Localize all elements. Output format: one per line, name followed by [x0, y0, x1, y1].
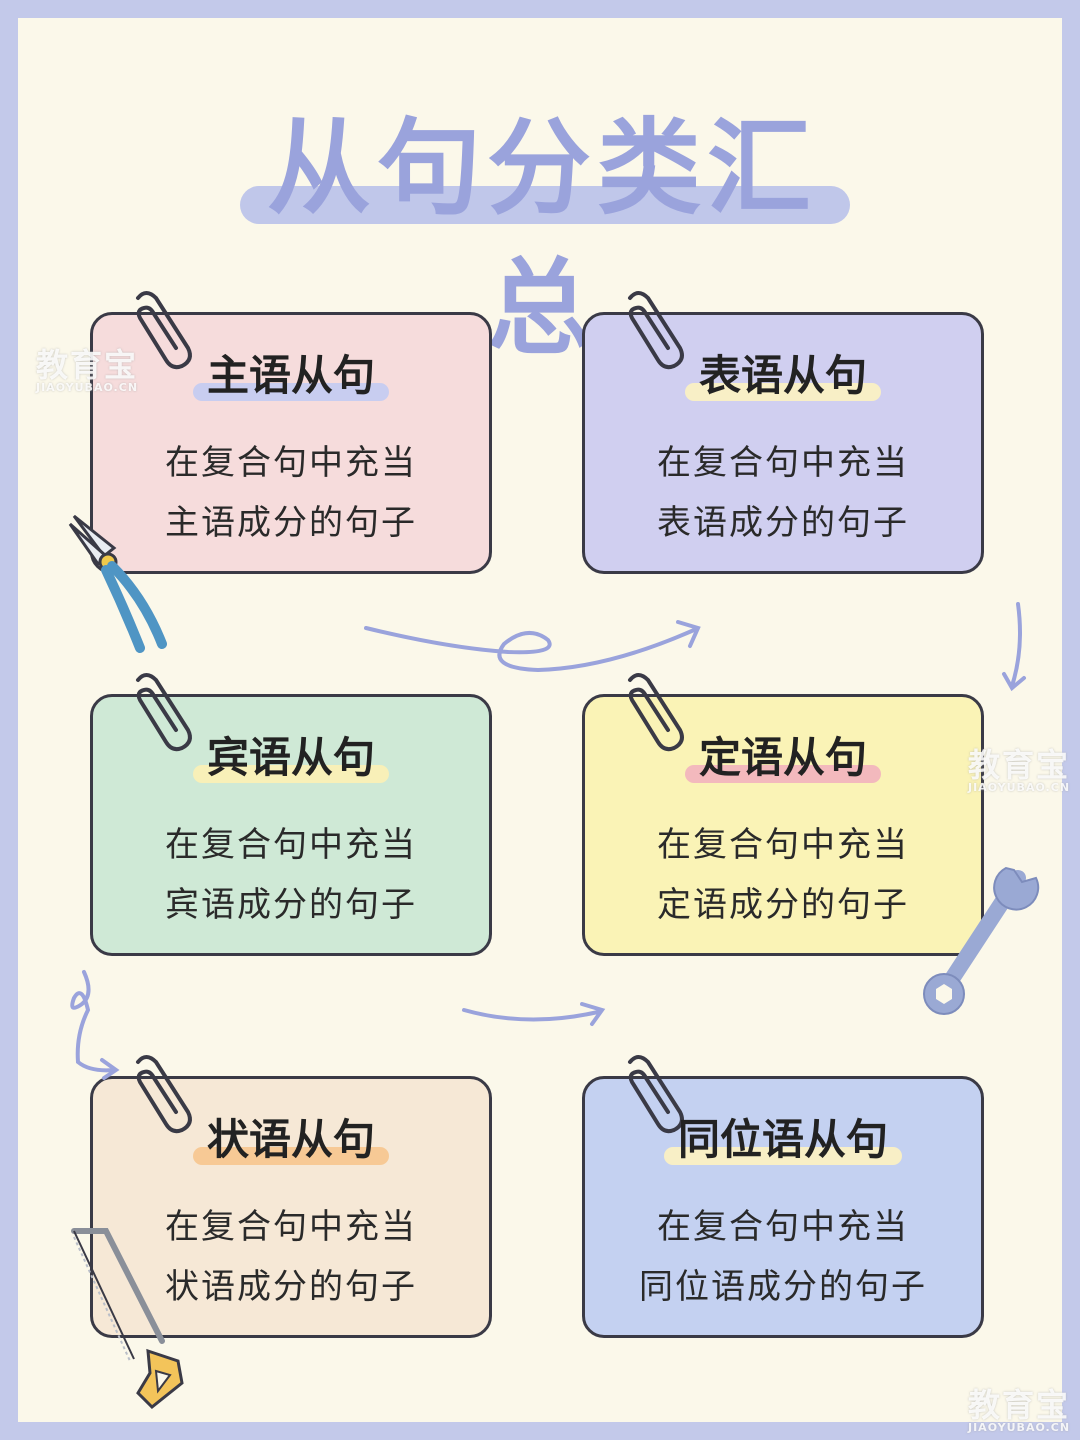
card-line-1: 在复合句中充当: [657, 1207, 909, 1247]
card-line-2: 定语成分的句子: [657, 885, 909, 925]
paperclip-icon: [628, 673, 684, 752]
paperclip-icon: [628, 291, 684, 370]
watermark: 教育宝 JIAOYUBAO.CN: [968, 746, 1071, 794]
card-description: 在复合句中充当 同位语成分的句子: [585, 1197, 981, 1317]
title-area: 从句分类汇总: [222, 98, 862, 369]
card-line-1: 在复合句中充当: [165, 443, 417, 483]
paperclip-icon: [136, 1055, 192, 1134]
card-predicative-clause: 表语从句 在复合句中充当 表语成分的句子: [582, 312, 984, 574]
card-title: 同位语从句: [663, 1113, 903, 1167]
card-subject-clause: 主语从句 在复合句中充当 主语成分的句子: [90, 312, 492, 574]
arrow-connector: [462, 1002, 606, 1026]
card-description: 在复合句中充当 宾语成分的句子: [93, 815, 489, 935]
paperclip-icon: [136, 291, 192, 370]
card-attributive-clause: 定语从句 在复合句中充当 定语成分的句子: [582, 694, 984, 956]
card-line-2: 宾语成分的句子: [165, 885, 417, 925]
card-line-1: 在复合句中充当: [657, 825, 909, 865]
card-description: 在复合句中充当 主语成分的句子: [93, 433, 489, 553]
title-underline: [240, 186, 850, 224]
card-line-2: 同位语成分的句子: [639, 1267, 927, 1307]
card-line-2: 状语成分的句子: [165, 1267, 417, 1307]
card-title: 主语从句: [192, 349, 390, 403]
card-title: 定语从句: [684, 731, 882, 785]
card-line-1: 在复合句中充当: [657, 443, 909, 483]
page-title: 从句分类汇总: [266, 107, 817, 369]
card-title: 宾语从句: [192, 731, 390, 785]
watermark: 教育宝 JIAOYUBAO.CN: [968, 1386, 1071, 1434]
card-line-2: 表语成分的句子: [657, 503, 909, 543]
card-description: 在复合句中充当 状语成分的句子: [93, 1197, 489, 1317]
card-title: 状语从句: [192, 1113, 390, 1167]
hacksaw-icon: [71, 1228, 184, 1410]
paperclip-icon: [628, 1055, 684, 1134]
card-line-1: 在复合句中充当: [165, 1207, 417, 1247]
card-description: 在复合句中充当 表语成分的句子: [585, 433, 981, 553]
arrow-connector: [1002, 602, 1026, 692]
card-title: 表语从句: [684, 349, 882, 403]
card-object-clause: 宾语从句 在复合句中充当 宾语成分的句子: [90, 694, 492, 956]
arrow-connector: [364, 620, 701, 673]
card-description: 在复合句中充当 定语成分的句子: [585, 815, 981, 935]
watermark: 教育宝 JIAOYUBAO.CN: [36, 346, 139, 394]
card-appositive-clause: 同位语从句 在复合句中充当 同位语成分的句子: [582, 1076, 984, 1338]
card-adverbial-clause: 状语从句 在复合句中充当 状语成分的句子: [90, 1076, 492, 1338]
wrench-icon: [923, 866, 1040, 1015]
paperclip-icon: [136, 673, 192, 752]
card-line-1: 在复合句中充当: [165, 825, 417, 865]
arrow-connector: [70, 970, 120, 1080]
pliers-icon: [68, 514, 167, 653]
card-line-2: 主语成分的句子: [165, 503, 417, 543]
